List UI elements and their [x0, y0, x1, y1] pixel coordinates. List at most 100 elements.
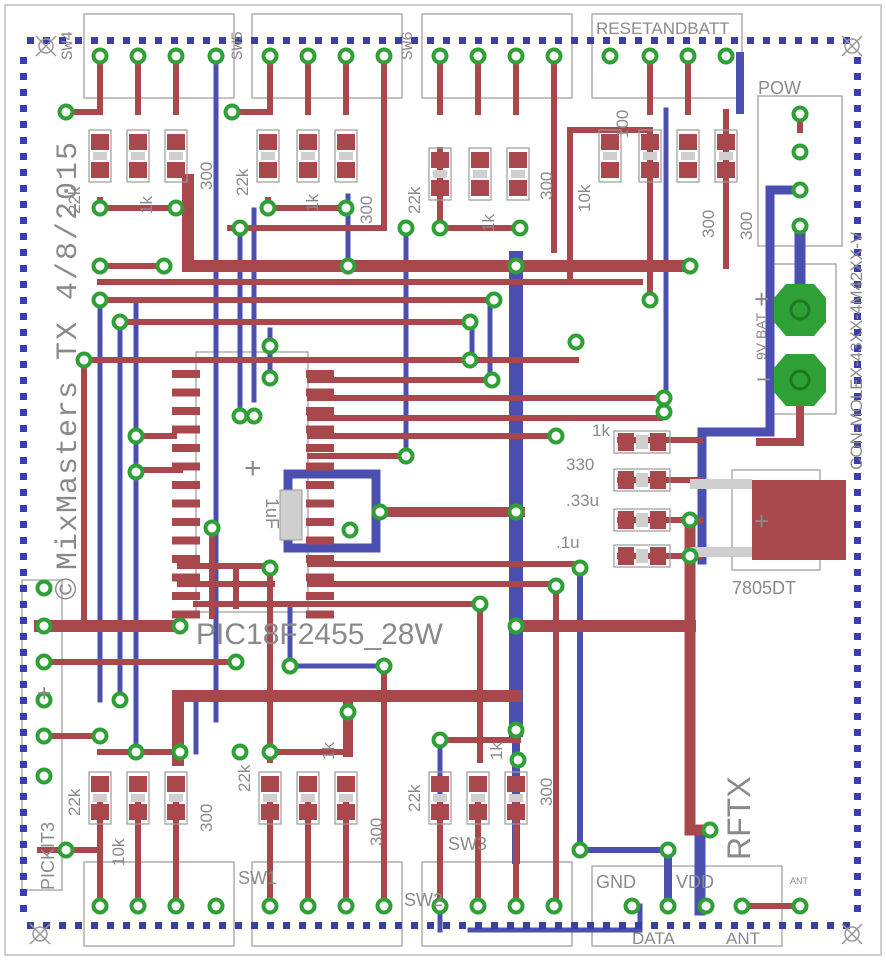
mcu-pin-pad — [306, 592, 334, 600]
border-dot — [854, 745, 861, 752]
border-dot — [635, 922, 642, 929]
border-dot — [507, 37, 514, 44]
via-pad — [375, 657, 393, 675]
border-dot — [20, 377, 27, 384]
resistor-footprint — [334, 771, 358, 825]
board-dotted-border — [20, 37, 861, 929]
via-pad — [717, 47, 735, 65]
border-dot — [107, 922, 114, 929]
border-dot — [20, 201, 27, 208]
mcu-pin-pad — [172, 425, 200, 434]
cap-1uf-body — [279, 489, 303, 541]
via-pad — [659, 841, 677, 859]
via-pad — [261, 897, 279, 915]
via-pad — [207, 897, 225, 915]
via-pad — [469, 897, 487, 915]
border-dot — [811, 37, 818, 44]
border-dot — [75, 922, 82, 929]
label-res-330: 330 — [566, 455, 594, 474]
pads-and-vias — [35, 47, 809, 915]
resistor-footprint — [88, 771, 112, 825]
mcu-pin-pad — [306, 499, 334, 508]
border-dot — [363, 37, 370, 44]
border-dot — [854, 361, 861, 368]
border-dot — [854, 281, 861, 288]
border-dot — [20, 217, 27, 224]
border-dot — [91, 922, 98, 929]
resistor-footprint — [638, 129, 662, 183]
border-dot — [251, 922, 258, 929]
border-dot — [854, 89, 861, 96]
resistor-footprints — [88, 129, 738, 825]
border-dot — [171, 922, 178, 929]
via-pad — [507, 257, 525, 275]
border-dot — [555, 37, 562, 44]
border-dot — [854, 521, 861, 528]
via-pad — [511, 219, 529, 237]
via-pad — [509, 751, 527, 769]
resistor-footprint — [613, 468, 671, 492]
via-pad — [91, 291, 109, 309]
border-dot — [854, 473, 861, 480]
border-dot — [123, 922, 130, 929]
via-pad — [567, 333, 585, 351]
border-dot — [395, 37, 402, 44]
via-pad — [91, 199, 109, 217]
border-dot — [155, 37, 162, 44]
border-dot — [854, 841, 861, 848]
border-dot — [20, 665, 27, 672]
label-team: MixMasters — [52, 380, 86, 570]
label-connector: CON-MOLEX-43XX-4M42XX-V — [847, 231, 866, 470]
border-dot — [251, 37, 258, 44]
via-pad — [623, 897, 641, 915]
label-pow: POW — [758, 78, 801, 98]
border-dot — [347, 37, 354, 44]
resistor-value-label: 1k — [303, 194, 322, 212]
border-dot — [854, 185, 861, 192]
border-dot — [854, 793, 861, 800]
via-pad — [35, 691, 53, 709]
resistor-footprint — [468, 147, 492, 201]
label-gnd: GND — [596, 872, 636, 892]
border-dot — [854, 697, 861, 704]
border-dot — [379, 37, 386, 44]
border-dot — [854, 457, 861, 464]
mcu-pin-pad — [172, 481, 200, 489]
border-dot — [267, 922, 274, 929]
resistor-footprint — [613, 430, 671, 454]
border-dot — [20, 297, 27, 304]
border-dot — [854, 265, 861, 272]
mcu-pads — [172, 370, 334, 619]
border-dot — [619, 37, 626, 44]
border-dot — [854, 681, 861, 688]
border-dot — [427, 922, 434, 929]
border-dot — [20, 73, 27, 80]
border-dot — [315, 922, 322, 929]
via-pad — [431, 219, 449, 237]
border-dot — [795, 37, 802, 44]
border-dot — [20, 409, 27, 416]
label-sw6: SW6 — [399, 31, 417, 60]
via-pad — [261, 47, 279, 65]
border-dot — [854, 105, 861, 112]
via-pad — [231, 743, 249, 761]
resistor-footprint — [164, 129, 188, 183]
via-pad — [261, 337, 279, 355]
via-pad — [245, 407, 263, 425]
label-sw4: SW4 — [59, 31, 77, 60]
via-pad — [547, 427, 565, 445]
border-dot — [203, 37, 210, 44]
resistor-footprint — [428, 771, 452, 825]
resistor-footprint — [256, 129, 280, 183]
label-ant-small: ANT — [790, 876, 809, 886]
border-dot — [411, 922, 418, 929]
mcu-pin-pad — [172, 444, 200, 452]
resistor-footprint — [506, 147, 530, 201]
via-pad — [299, 897, 317, 915]
border-dot — [187, 37, 194, 44]
border-dot — [854, 777, 861, 784]
border-dot — [75, 37, 82, 44]
border-dot — [731, 922, 738, 929]
via-pad — [791, 181, 809, 199]
